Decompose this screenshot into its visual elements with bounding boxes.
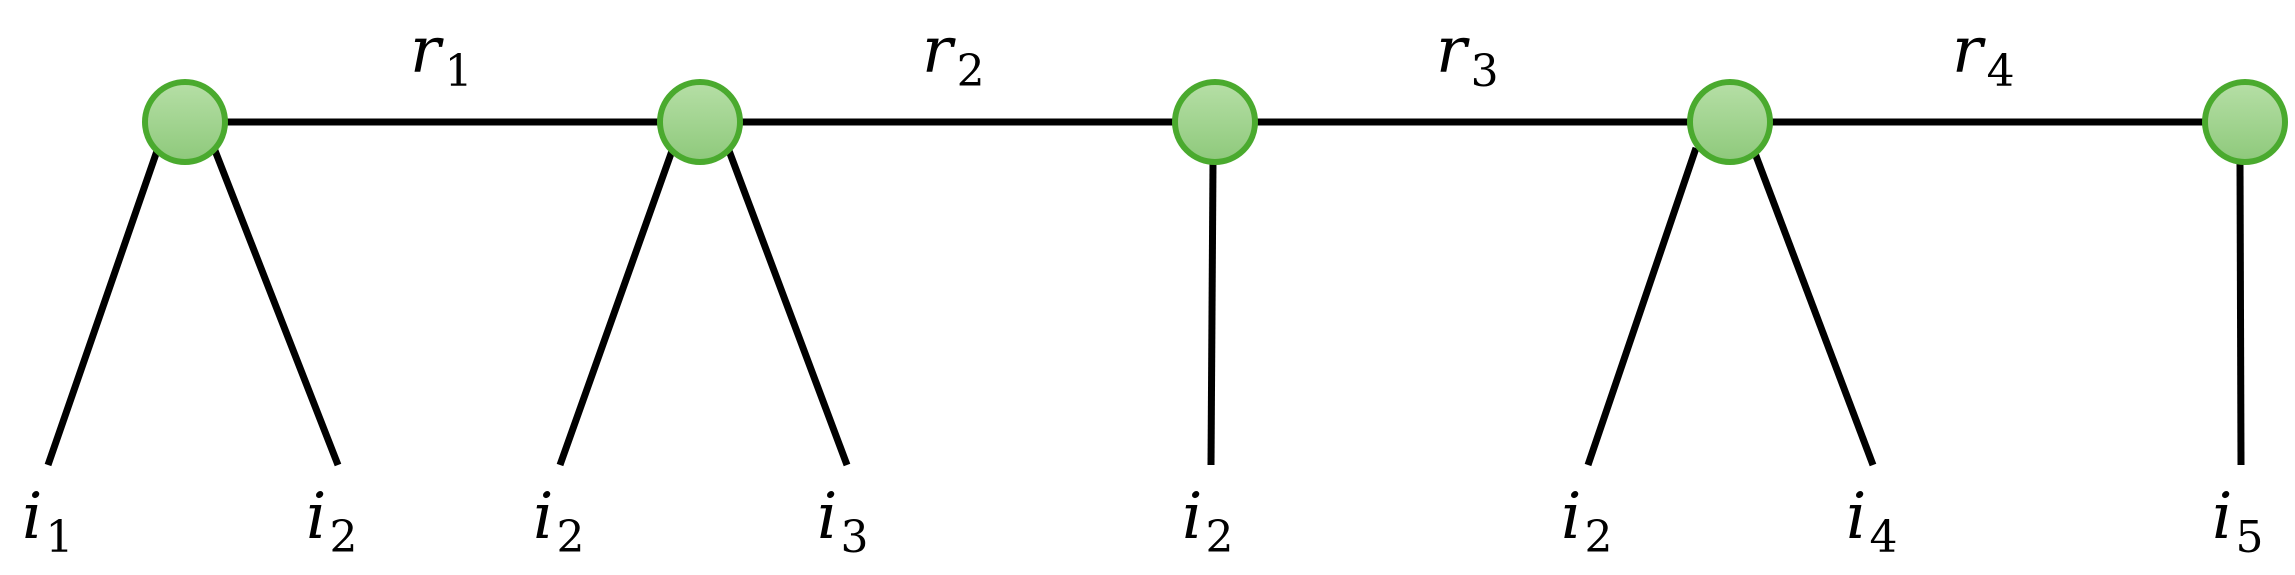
item-label-6: i2 xyxy=(1561,480,1612,563)
entity-node-4 xyxy=(1687,79,1773,165)
item-label-3: i2 xyxy=(533,480,584,563)
item-label-4: i3 xyxy=(817,480,868,563)
relation-label-1: r1 xyxy=(410,14,473,97)
entity-node-5 xyxy=(2202,79,2288,165)
item-label-8: i5 xyxy=(2212,480,2263,563)
item-label-1: i1 xyxy=(22,480,73,563)
leaf-edge-5 xyxy=(1207,161,1217,466)
leaf-edge-1 xyxy=(44,146,162,467)
entity-node-2 xyxy=(657,79,743,165)
entity-nodes xyxy=(142,79,2288,165)
relation-label-3: r3 xyxy=(1436,14,1499,97)
leaf-edge-7 xyxy=(1749,146,1877,467)
item-label-7: i4 xyxy=(1846,480,1897,563)
leaf-edge-3 xyxy=(556,146,677,467)
entity-node-3 xyxy=(1172,79,1258,165)
entity-node-1 xyxy=(142,79,228,165)
leaf-edge-8 xyxy=(2236,161,2245,466)
leaf-edges xyxy=(44,146,2245,467)
leaf-edge-2 xyxy=(210,146,342,467)
item-label-5: i2 xyxy=(1182,480,1233,563)
relation-label-4: r4 xyxy=(1952,14,2015,97)
relation-label-2: r2 xyxy=(922,14,985,97)
relation-labels: r1 r2 r3 r4 xyxy=(410,14,2015,97)
leaf-edge-6 xyxy=(1584,146,1700,467)
leaf-edge-4 xyxy=(724,146,851,467)
item-label-2: i2 xyxy=(306,480,357,563)
item-labels: i1 i2 i2 i3 i2 i2 i4 i5 xyxy=(22,480,2263,563)
